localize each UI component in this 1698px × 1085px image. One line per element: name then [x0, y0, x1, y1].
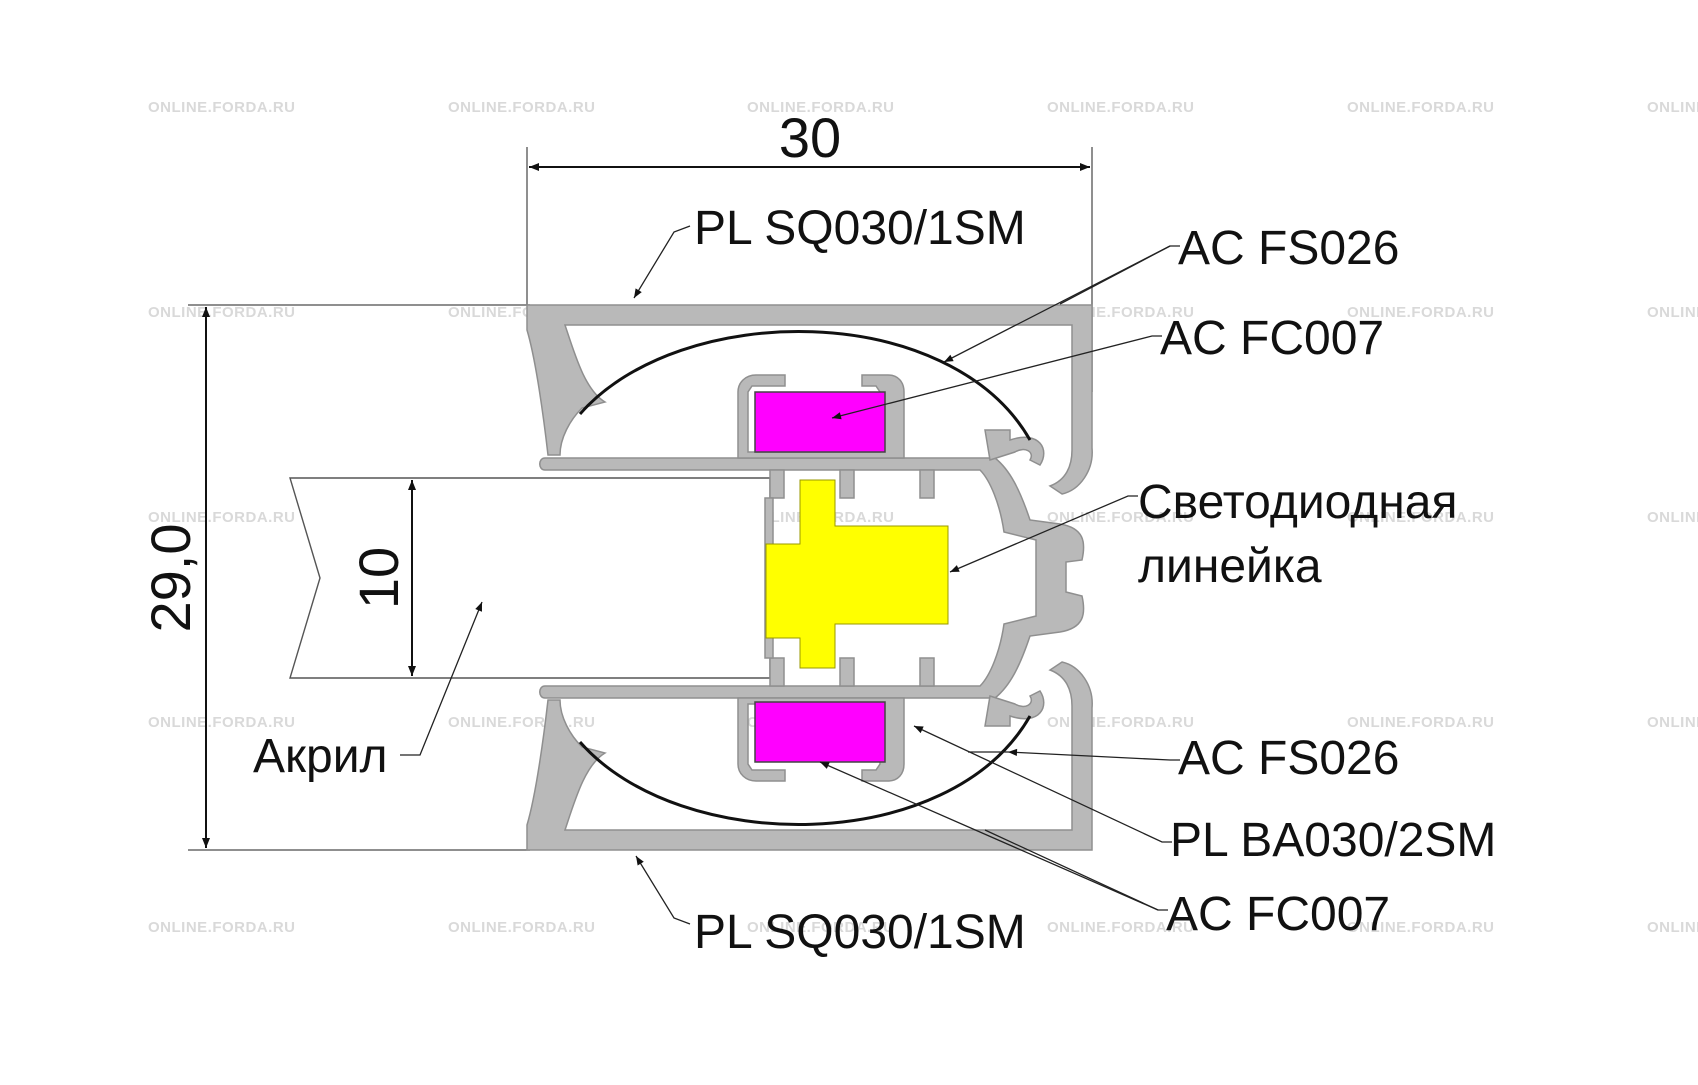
- width-dimension: 30: [526, 106, 1093, 392]
- watermark: ONLINE.FORDA.RU: [1047, 714, 1195, 731]
- top-gasket-arc: [578, 330, 1032, 441]
- label-top-profile: PL SQ030/1SM: [694, 202, 1026, 255]
- profile-section: [526, 304, 1093, 851]
- watermark: ONLINE.FORDA.RU: [1647, 714, 1698, 731]
- led-strip: [765, 479, 949, 669]
- leader-bottom-ba030: [913, 725, 1172, 843]
- label-led-strip-line2: линейка: [1138, 540, 1322, 593]
- width-value: 30: [779, 106, 841, 169]
- watermark: ONLINE.FORDA.RU: [1347, 509, 1495, 526]
- height-value: 29,0: [139, 524, 202, 633]
- acrylic-thickness-value: 10: [347, 547, 410, 609]
- label-led-strip-line1: Светодиодная: [1138, 476, 1457, 529]
- label-bottom-fc007: AC FC007: [1166, 888, 1390, 941]
- watermark: ONLINE.FORDA.RU: [148, 509, 296, 526]
- label-bottom-profile: PL SQ030/1SM: [694, 906, 1026, 959]
- height-dimension: 29,0: [139, 304, 530, 851]
- watermark: ONLINE.FORDA.RU: [1647, 304, 1698, 321]
- bottom-gasket-arc: [578, 715, 1032, 826]
- leader-top-profile: [633, 225, 691, 299]
- watermark: ONLINE.FORDA.RU: [1347, 919, 1495, 936]
- watermark: ONLINE.FORDA.RU: [148, 99, 296, 116]
- watermark: ONLINE.FORDA.RU: [448, 919, 596, 936]
- watermark: ONLINE.FORDA.RU: [148, 304, 296, 321]
- channel-post: [919, 657, 935, 687]
- watermark: ONLINE.FORDA.RU: [1647, 509, 1698, 526]
- bottom-frame-profile: [526, 661, 1093, 851]
- watermark: ONLINE.FORDA.RU: [1647, 99, 1698, 116]
- watermark: ONLINE.FORDA.RU: [448, 714, 596, 731]
- leader-led-strip: [949, 495, 1138, 573]
- top-frame-profile: [526, 304, 1093, 495]
- watermark: ONLINE.FORDA.RU: [747, 919, 895, 936]
- channel-post: [919, 469, 935, 499]
- leader-lines: [400, 225, 1180, 925]
- watermark: ONLINE.FORDA.RU: [1047, 919, 1195, 936]
- leader-extension: [1059, 245, 1171, 305]
- watermark: ONLINE.FORDA.RU: [1347, 99, 1495, 116]
- label-bottom-ba030: PL BA030/2SM: [1170, 814, 1496, 867]
- leader-extension: [984, 829, 1159, 911]
- watermark: ONLINE.FORDA.RU: [148, 919, 296, 936]
- label-top-fc007: AC FC007: [1160, 312, 1384, 365]
- channel-post: [839, 657, 855, 687]
- acrylic-sheet: 10: [289, 477, 771, 679]
- leader-bottom-fs026: [1007, 748, 1180, 761]
- channel-post: [839, 469, 855, 499]
- leader-top-fc007: [831, 335, 1162, 420]
- watermark: ONLINE.FORDA.RU: [148, 714, 296, 731]
- leader-acrylic: [400, 601, 483, 756]
- bottom-magnet-insert: [754, 701, 886, 763]
- watermark: ONLINE.FORDA.RU: [1347, 714, 1495, 731]
- watermark: ONLINE.FORDA.RU: [1047, 509, 1195, 526]
- label-top-fs026: AC FS026: [1178, 222, 1399, 275]
- callout-labels: PL SQ030/1SM AC FS026 AC FC007 Светодиод…: [253, 202, 1496, 959]
- watermark: ONLINE.FORDA.RU: [747, 99, 895, 116]
- channel-post: [769, 469, 785, 499]
- label-acrylic: Акрил: [253, 730, 388, 783]
- watermark: ONLINE.FORDA.RU: [448, 99, 596, 116]
- label-bottom-fs026: AC FS026: [1178, 732, 1399, 785]
- leader-bottom-profile: [635, 855, 691, 925]
- watermark: ONLINE.FORDA.RU: [1347, 304, 1495, 321]
- top-magnet-insert: [754, 391, 886, 453]
- watermark: ONLINE.FORDA.RU: [1047, 99, 1195, 116]
- watermark: ONLINE.FORDA.RU: [1647, 919, 1698, 936]
- channel-post: [769, 657, 785, 687]
